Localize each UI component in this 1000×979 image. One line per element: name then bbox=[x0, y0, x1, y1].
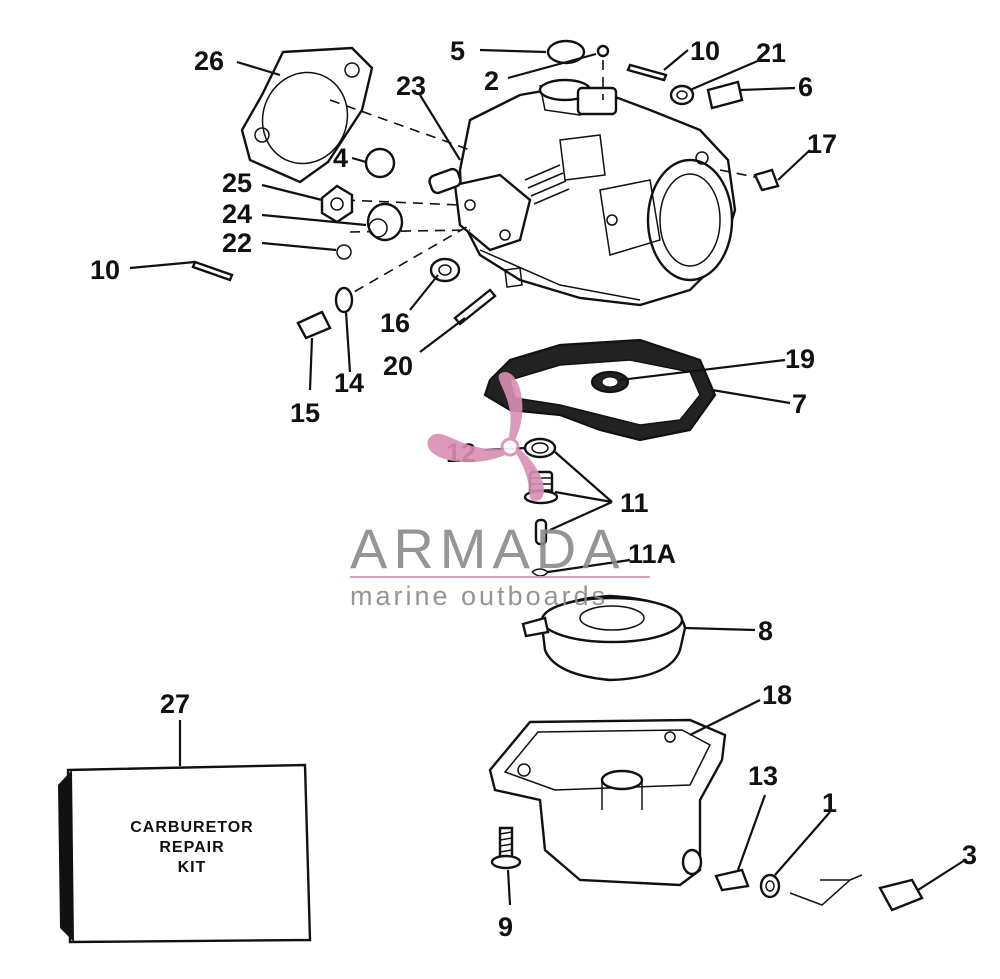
watermark-underline bbox=[350, 576, 650, 578]
callout-15: 15 bbox=[290, 398, 320, 428]
pin-10-top bbox=[626, 63, 668, 82]
float-8 bbox=[521, 594, 687, 682]
repair-kit-box-27: CARBURETOR REPAIR KIT bbox=[58, 763, 312, 944]
callout-17: 17 bbox=[807, 129, 837, 159]
washer-14 bbox=[334, 286, 354, 314]
watermark-tagline: marine outboards bbox=[350, 581, 608, 611]
callout-3: 3 bbox=[962, 840, 977, 870]
plug-17 bbox=[753, 168, 780, 192]
gasket-26 bbox=[240, 46, 374, 184]
kit-label-line1: CARBURETOR bbox=[130, 819, 253, 836]
kit-label-line2: REPAIR bbox=[159, 839, 224, 856]
callout-27: 27 bbox=[160, 689, 190, 719]
gasket-12 bbox=[523, 437, 557, 459]
pin-20 bbox=[453, 288, 497, 326]
propeller-logo-icon bbox=[427, 372, 545, 501]
callout-8: 8 bbox=[758, 616, 773, 646]
small-parts-top bbox=[191, 39, 780, 340]
callout-4: 4 bbox=[333, 143, 348, 173]
screw-6 bbox=[706, 80, 744, 110]
callout-26: 26 bbox=[194, 46, 224, 76]
callout-13: 13 bbox=[748, 761, 778, 791]
callout-19: 19 bbox=[785, 344, 815, 374]
callout-21: 21 bbox=[756, 38, 786, 68]
fitting-13 bbox=[714, 868, 750, 892]
washer-21 bbox=[669, 84, 695, 106]
ring-22 bbox=[336, 244, 352, 260]
nut-25 bbox=[320, 184, 354, 224]
ball-2 bbox=[596, 44, 610, 58]
callout-22: 22 bbox=[222, 228, 252, 258]
callout-20: 20 bbox=[383, 351, 413, 381]
screw-15 bbox=[296, 310, 332, 340]
callout-11a: 11A bbox=[628, 539, 676, 569]
leader-lines bbox=[129, 48, 966, 906]
washer-1 bbox=[759, 873, 781, 899]
gasket-7 bbox=[483, 338, 717, 442]
float-bowl-18 bbox=[488, 718, 727, 887]
armada-watermark: ARMADA marine outboards bbox=[350, 372, 650, 611]
watermark-brand: ARMADA bbox=[350, 517, 626, 580]
callout-2: 2 bbox=[484, 66, 499, 96]
callout-10-left: 10 bbox=[90, 255, 120, 285]
callout-10-top: 10 bbox=[690, 36, 720, 66]
callout-5: 5 bbox=[450, 36, 465, 66]
pin-10-left bbox=[191, 260, 234, 282]
needle-11 bbox=[534, 518, 548, 546]
callout-23: 23 bbox=[396, 71, 426, 101]
callout-16: 16 bbox=[380, 308, 410, 338]
callout-numbers: 26 5 2 10 21 6 17 23 4 25 24 22 10 16 20… bbox=[90, 36, 977, 942]
callout-25: 25 bbox=[222, 168, 252, 198]
bolt-3 bbox=[878, 878, 924, 912]
callout-18: 18 bbox=[762, 680, 792, 710]
callout-6: 6 bbox=[798, 72, 813, 102]
carburetor-body bbox=[428, 78, 737, 307]
callout-9: 9 bbox=[498, 912, 513, 942]
kit-label-line3: KIT bbox=[178, 859, 207, 876]
callout-24: 24 bbox=[222, 199, 252, 229]
callout-14: 14 bbox=[334, 368, 364, 398]
plug-4 bbox=[364, 147, 396, 179]
small-parts-bottom bbox=[490, 826, 924, 912]
callout-1: 1 bbox=[822, 788, 837, 818]
callout-7: 7 bbox=[792, 389, 807, 419]
callout-11: 11 bbox=[620, 488, 649, 518]
